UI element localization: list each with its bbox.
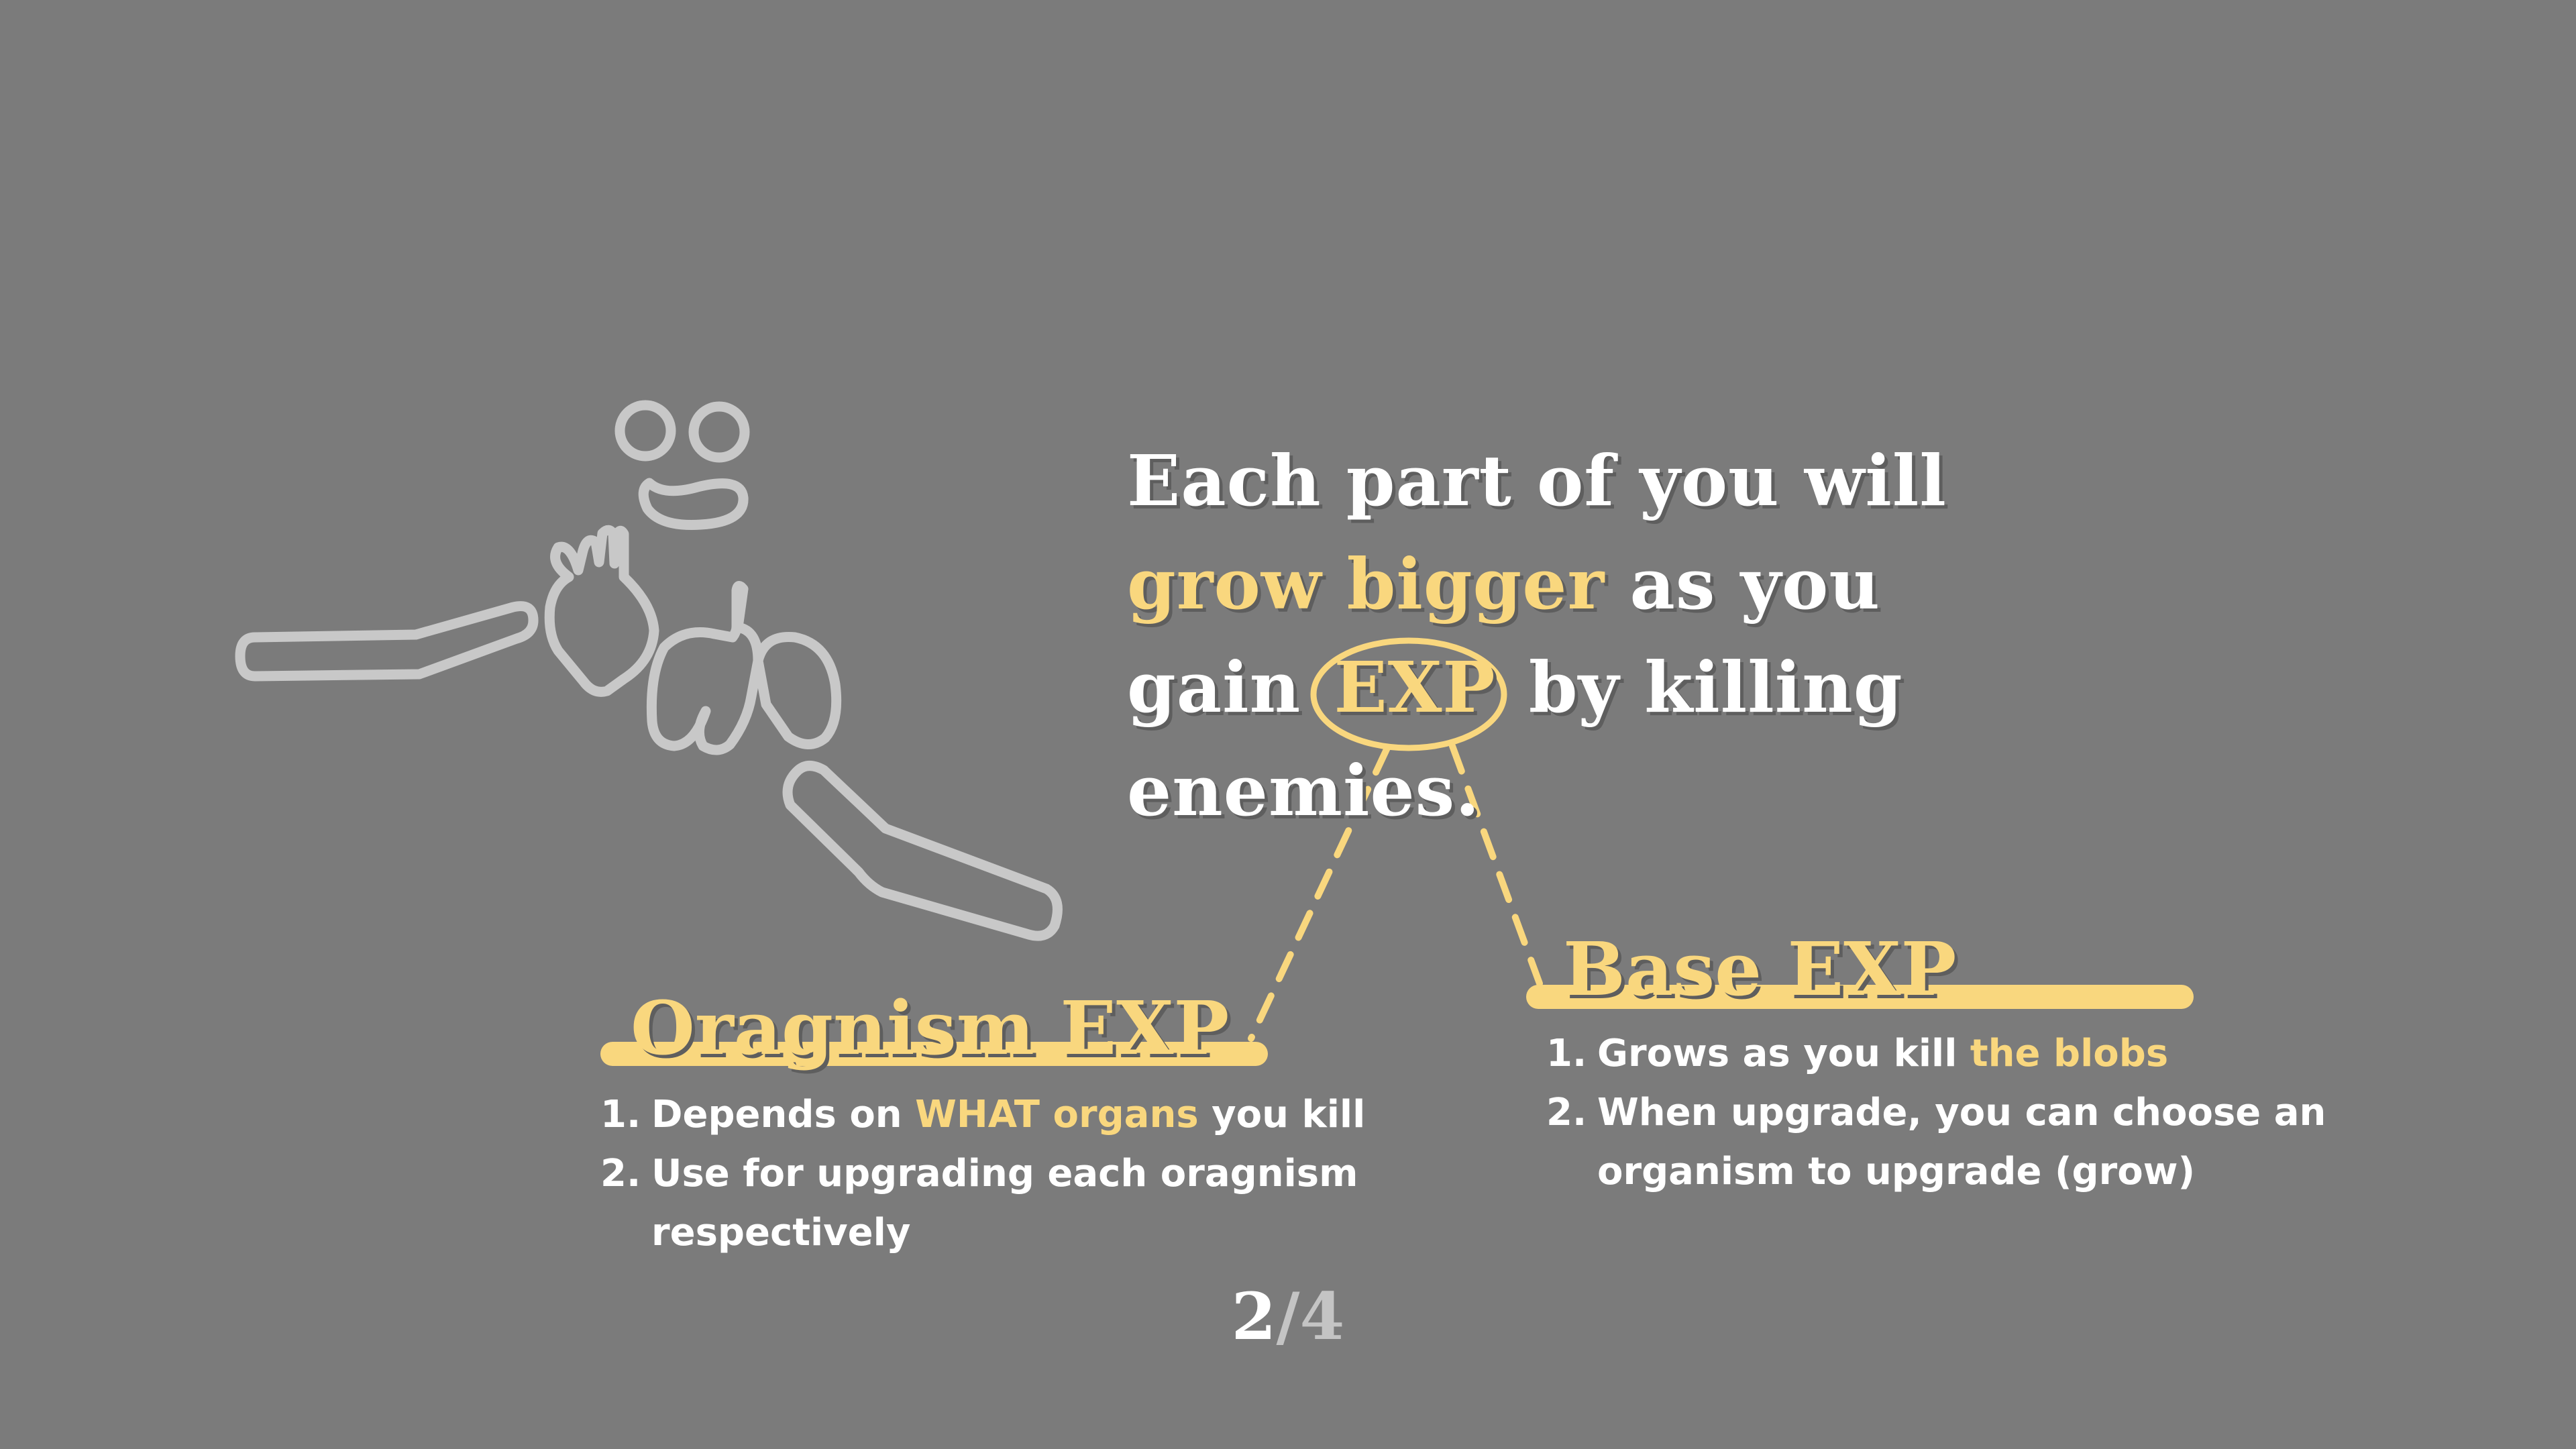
base-exp-underline xyxy=(1526,985,2194,1009)
page-separator: / xyxy=(1276,1279,1300,1354)
heart-icon xyxy=(544,525,659,697)
base-exp-title: Base EXP xyxy=(1563,926,1957,1012)
headline-line-1: Each part of you will xyxy=(1127,439,1947,522)
exp-word: EXP xyxy=(1334,646,1496,729)
organism-exp-list: 1. Depends on WHAT organs you kill 2. Us… xyxy=(600,1085,1365,1263)
grow-bigger-highlight: grow bigger xyxy=(1127,543,1605,625)
connector-to-organism-exp xyxy=(1248,745,1391,1042)
connector-to-base-exp xyxy=(1449,743,1543,987)
left-eye-icon xyxy=(614,400,676,462)
headline-line-2: grow bigger as you xyxy=(1127,533,2133,636)
the-blobs-highlight: the blobs xyxy=(1970,1032,2169,1075)
what-organs-highlight: WHAT organs xyxy=(915,1093,1199,1136)
base-exp-list: 1. Grows as you kill the blobs 2. When u… xyxy=(1546,1024,2326,1201)
headline-line-4: enemies. xyxy=(1127,749,1481,832)
list-item: 1. Depends on WHAT organs you kill xyxy=(600,1093,1366,1136)
headline-line-2-rest: as you xyxy=(1605,543,1881,625)
headline-line-3-start: gain xyxy=(1127,646,1301,729)
headline-line-3: gain EXP by killing xyxy=(1127,636,2133,739)
headline-line-3-end: by killing xyxy=(1528,646,1903,729)
headline: Each part of you will grow bigger as you… xyxy=(1127,429,2133,843)
organism-exp-title: Oragnism EXP xyxy=(631,985,1230,1071)
exp-highlight-ring xyxy=(1310,637,1507,751)
left-arm-icon xyxy=(235,601,539,682)
lungs-icon xyxy=(646,581,842,755)
page-indicator: 2/4 xyxy=(0,1285,2576,1349)
organism-exp-underline xyxy=(600,1042,1268,1066)
list-item: 1. Grows as you kill the blobs xyxy=(1546,1032,2169,1075)
right-eye-icon xyxy=(688,401,750,463)
page-total: 4 xyxy=(1299,1279,1345,1354)
mouth-icon xyxy=(638,478,749,530)
right-arm-icon xyxy=(782,761,1063,941)
page-current: 2 xyxy=(1231,1279,1277,1354)
